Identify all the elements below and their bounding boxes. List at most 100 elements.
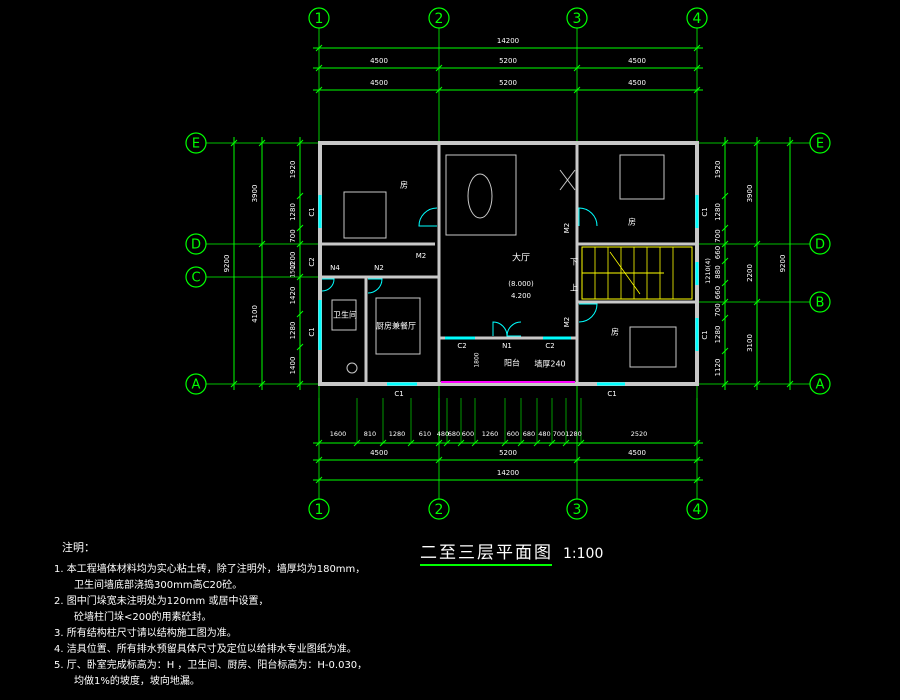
dimension-text: 1280 (714, 326, 722, 344)
dimension-tick (315, 476, 323, 484)
stair-label: 上 (570, 284, 578, 293)
dimension-tick (721, 240, 729, 248)
dimension-text: 3100 (746, 334, 754, 352)
dimension-text: 1200 (289, 252, 297, 270)
window-label: C1 (701, 330, 709, 339)
dimension-tick (315, 64, 323, 72)
axis-label: C (191, 271, 200, 286)
dimension-text: 700 (553, 430, 565, 438)
room-label: 大厅 (512, 252, 530, 264)
dimension-tick (721, 279, 729, 287)
bed (343, 191, 387, 239)
dimension-tick (296, 310, 304, 318)
walls (318, 141, 699, 386)
axis-label: 2 (435, 502, 444, 518)
dimension-text: 1400 (289, 357, 297, 375)
closet-line (559, 169, 576, 191)
room-label: 房 (628, 217, 636, 227)
dimension-text: 1280 (289, 322, 297, 340)
dimension-tick (296, 192, 304, 200)
dimension-text: 1280 (289, 203, 297, 221)
dimension-text: 4500 (370, 79, 388, 87)
axis-label: E (192, 137, 200, 152)
window-label: C1 (607, 390, 616, 398)
axis-label: A (192, 378, 201, 393)
dimension-text: 2200 (746, 264, 754, 282)
door-label: N1 (502, 342, 512, 350)
dimension-text: 1420 (289, 287, 297, 305)
dimension-text: 660 (714, 286, 722, 299)
dimension-tick (230, 380, 238, 388)
window-label: C1 (394, 390, 403, 398)
dimension-text: 4500 (370, 57, 388, 65)
door-swing (578, 207, 598, 227)
dimension-tick (721, 139, 729, 147)
axis-label: A (816, 378, 825, 393)
dimension-text: 4500 (628, 57, 646, 65)
dimension-tick (435, 86, 443, 94)
note-line: 5. 厅、卧室完成标高为：H ，卫生间、厨房、阳台标高为：H-0.030， (54, 660, 368, 671)
room-label: 卫生间 (333, 310, 357, 320)
door-label: M2 (563, 317, 571, 328)
stair-break (609, 251, 641, 295)
dimension-tick (296, 240, 304, 248)
room-label: 房 (611, 327, 619, 337)
dimension-tick (786, 380, 794, 388)
dimension-text: 4100 (251, 305, 259, 323)
dimension-tick (753, 298, 761, 306)
door-swing (367, 278, 383, 294)
axis-label: E (816, 137, 824, 152)
note-line: 均做1%的坡度，坡向地漏。 (74, 676, 200, 687)
dimension-text: 700 (289, 229, 297, 242)
dimension-text: 660 (714, 246, 722, 259)
axis-label: 2 (435, 11, 444, 27)
dimension-text: 610 (419, 430, 431, 438)
dimension-text: 1920 (714, 161, 722, 179)
title-underline (420, 564, 552, 566)
dimension-text: 600 (507, 430, 519, 438)
drawing-title: 二至三层平面图 (420, 543, 553, 563)
toilet (346, 362, 358, 374)
axis-label: D (191, 238, 201, 253)
dimension-text: 4500 (370, 449, 388, 457)
dimension-text: 14200 (497, 469, 519, 477)
dimension-tick (296, 139, 304, 147)
door-label: M2 (416, 252, 427, 260)
dimension-tick (753, 139, 761, 147)
axis-label: 3 (573, 502, 582, 518)
room-label: 墙厚240 (534, 359, 565, 369)
dimension-tick (296, 380, 304, 388)
dimension-text: 5200 (499, 449, 517, 457)
window-label: C2 (308, 257, 316, 266)
dimension-tick (721, 298, 729, 306)
dimension-tick (693, 86, 701, 94)
axis-label: B (816, 296, 825, 311)
dimension-text: 680 (523, 430, 535, 438)
notes-block: 注明： 1. 本工程墙体材料均为实心粘土砖，除了注明外，墙厚均为180mm， 卫… (52, 540, 552, 690)
dimension-tick (258, 380, 266, 388)
dimension-tick (315, 44, 323, 52)
furniture (331, 154, 677, 374)
dimension-text: 880 (714, 265, 722, 278)
dimension-text: 700 (714, 229, 722, 242)
note-line: 3. 所有结构柱尺寸请以结构施工图为准。 (54, 628, 237, 639)
dimension-text: 5200 (499, 57, 517, 65)
dimension-tick (230, 139, 238, 147)
note-line: 1. 本工程墙体材料均为实心粘土砖，除了注明外，墙厚均为180mm， (54, 564, 366, 575)
dimension-tick (258, 240, 266, 248)
dimension-text: 9200 (779, 255, 787, 273)
dimension-tick (693, 64, 701, 72)
level-mark: (8.000) (508, 280, 534, 288)
dimension-text: 3900 (251, 185, 259, 203)
dimension-text: 4500 (628, 79, 646, 87)
dimension-text: 1280 (389, 430, 406, 438)
door-label: N2 (374, 264, 384, 272)
stair-label: 下 (570, 258, 578, 267)
dimension-tick (258, 139, 266, 147)
note-line: 4. 洁具位置、所有排水预留具体尺寸及定位以给排水专业图纸为准。 (54, 644, 357, 655)
dimension-text: 4500 (628, 449, 646, 457)
door-swing (578, 303, 598, 323)
door-swing (492, 321, 508, 337)
